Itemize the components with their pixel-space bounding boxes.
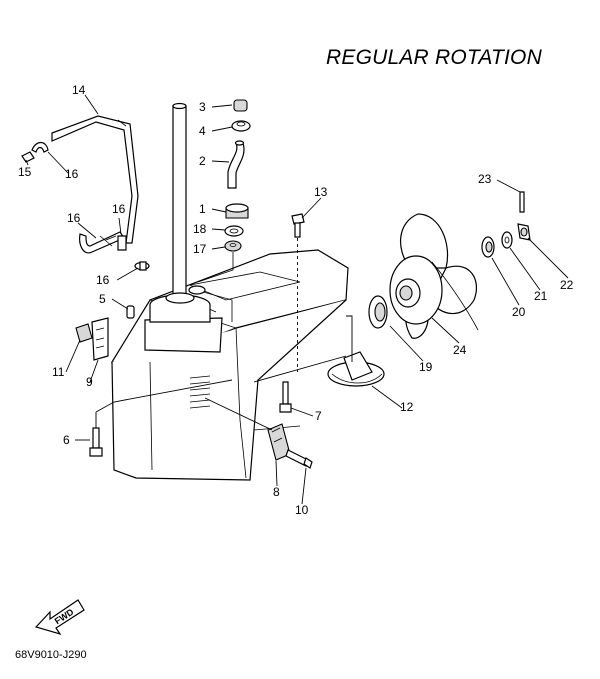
callout-23: 23 xyxy=(478,172,492,186)
bolt-10 xyxy=(285,449,313,469)
callout-24: 24 xyxy=(453,343,467,357)
lower-casing xyxy=(110,249,349,481)
callout-1: 1 xyxy=(199,202,206,216)
shift-rod-assembly xyxy=(21,115,150,271)
callout-13: 13 xyxy=(314,185,328,199)
drive-shaft xyxy=(165,102,195,304)
callout-14: 14 xyxy=(72,83,86,97)
callout-16-right: 16 xyxy=(112,202,126,216)
callout-21: 21 xyxy=(534,289,548,303)
propeller xyxy=(389,213,479,339)
leader-lines xyxy=(25,94,569,505)
callout-17: 17 xyxy=(193,242,207,256)
bolt-7 xyxy=(279,381,292,413)
prop-hardware xyxy=(481,191,531,258)
anode-left xyxy=(75,317,109,361)
callout-22: 22 xyxy=(560,278,574,292)
callout-4: 4 xyxy=(199,124,206,138)
trim-tab-plate xyxy=(327,351,385,387)
callout-3: 3 xyxy=(199,100,206,114)
water-tube-parts xyxy=(197,99,251,283)
callout-9: 9 xyxy=(86,375,93,389)
callout-10: 10 xyxy=(295,503,309,517)
callout-7: 7 xyxy=(315,409,322,423)
callout-8: 8 xyxy=(273,485,280,499)
callout-16-left: 16 xyxy=(67,211,81,225)
callout-labels: 3 4 2 1 18 17 14 15 16 16 16 16 5 11 9 1… xyxy=(18,83,574,517)
diagram-title: REGULAR ROTATION xyxy=(326,46,542,69)
callout-20: 20 xyxy=(512,305,526,319)
callout-16-bottom: 16 xyxy=(96,273,110,287)
callout-2: 2 xyxy=(199,154,206,168)
dowel-pin xyxy=(126,305,135,319)
callout-12: 12 xyxy=(400,400,414,414)
callout-5: 5 xyxy=(99,292,106,306)
bolt-6 xyxy=(89,427,103,457)
bolt-13 xyxy=(291,213,305,372)
fwd-arrow-icon: FWD xyxy=(34,599,85,636)
thrust-washer xyxy=(368,295,388,329)
callout-16-top: 16 xyxy=(65,167,79,181)
callout-11: 11 xyxy=(52,365,65,379)
callout-18: 18 xyxy=(193,222,207,236)
callout-6: 6 xyxy=(63,433,70,447)
callout-19: 19 xyxy=(419,360,433,374)
callout-15: 15 xyxy=(18,165,32,179)
drawing-code: 68V9010-J290 xyxy=(15,649,87,661)
